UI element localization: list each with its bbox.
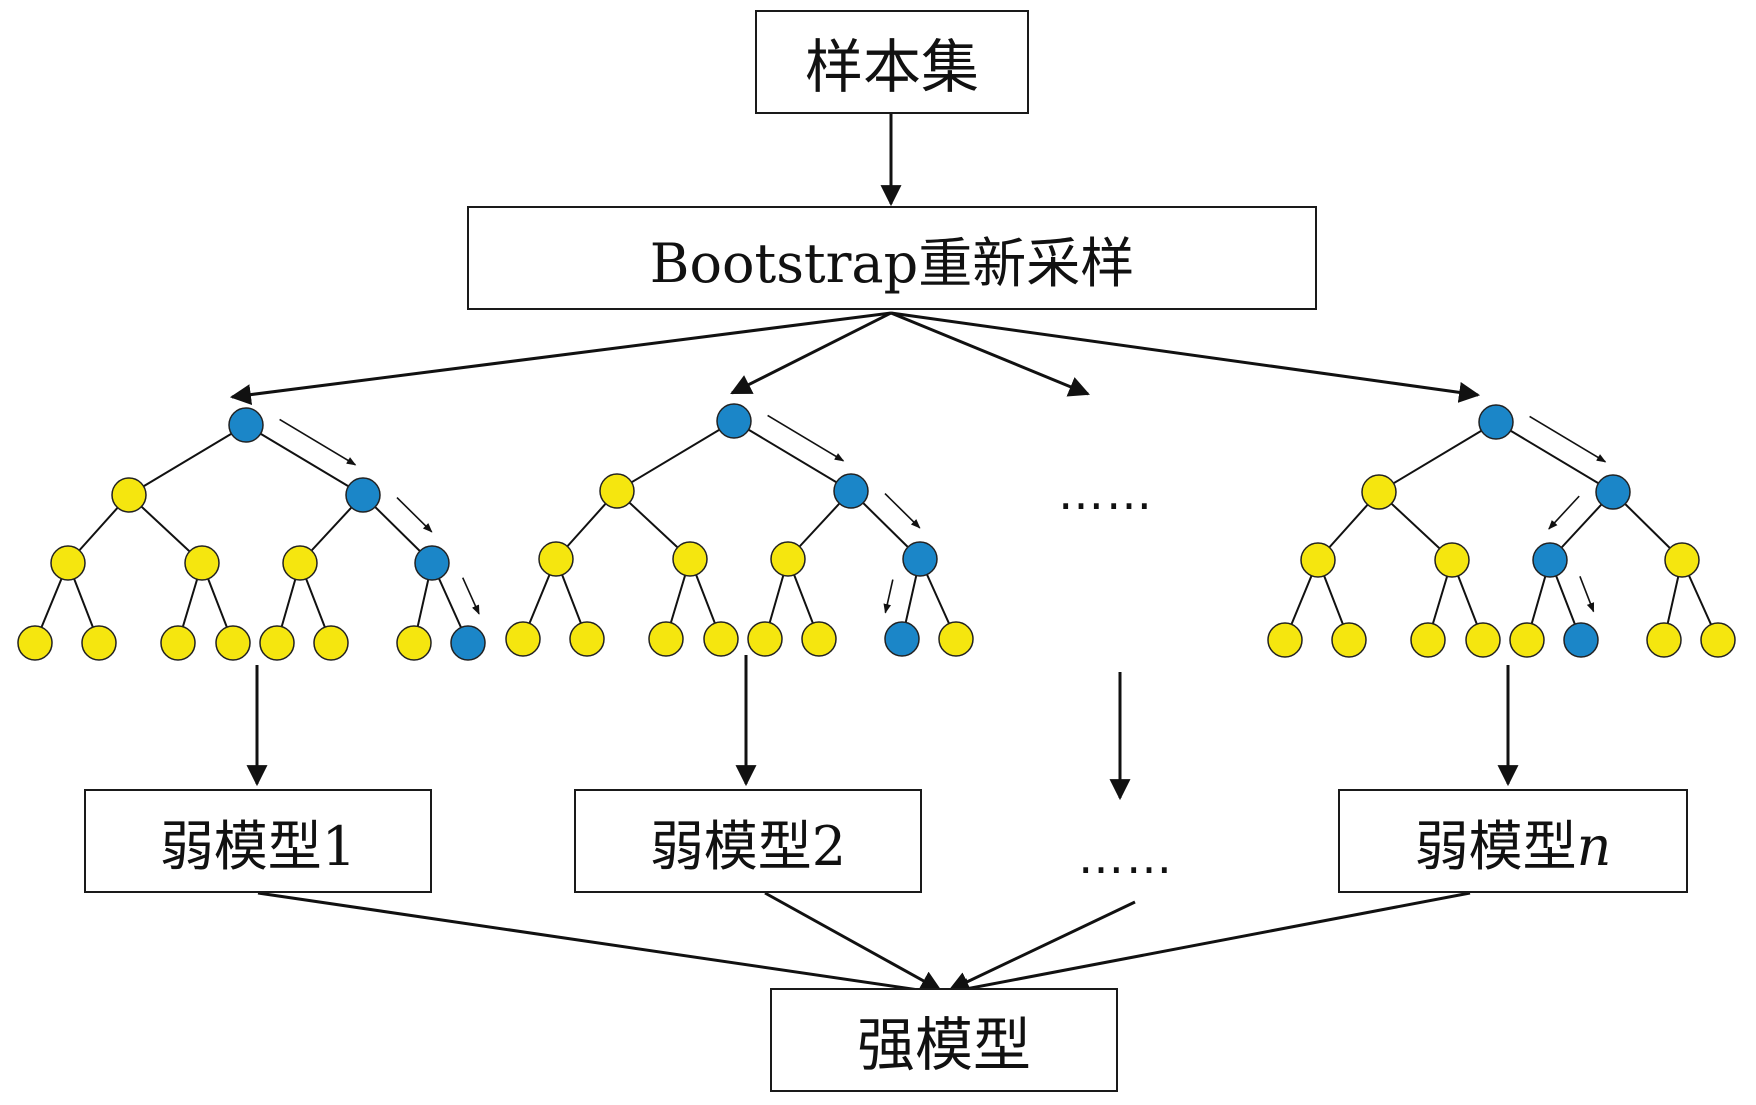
arrow-weak-2-to-strong [764,891,942,992]
bootstrap-resampling-box: Bootstrap重新采样 [467,206,1317,310]
tree-node [184,545,220,581]
decision-tree [17,407,486,661]
decision-tree [505,403,974,657]
tree-node [703,621,739,657]
tree-node [747,621,783,657]
decision-tree [1267,404,1736,658]
tree-edge [733,420,852,492]
tree-node-selected [884,621,920,657]
strong-model-label: 强模型 [856,1011,1031,1079]
tree-node [770,541,806,577]
tree-node-selected [414,545,450,581]
tree-node-selected [228,407,264,443]
models-ellipsis: …… [1078,830,1174,884]
bootstrap-label: Bootstrap重新采样 [649,231,1135,295]
tree-node-selected [902,541,938,577]
tree-node [569,621,605,657]
tree-node [259,625,295,661]
arrow-bootstrap-to-tree-n [890,311,1481,403]
sample-set-box: 样本集 [755,10,1029,114]
tree-edge [245,424,364,496]
tree-node [282,545,318,581]
strong-model-box: 强模型 [770,988,1118,1092]
traversal-arrow [279,418,357,466]
traversal-arrow [767,414,845,462]
traversal-arrow [1529,415,1607,463]
tree-node [672,541,708,577]
tree-node [396,625,432,661]
tree-node [111,477,147,513]
tree-node [505,621,541,657]
arrow-bootstrap-to-tree-more [890,311,1090,397]
tree-node-selected [833,473,869,509]
tree-node [801,621,837,657]
arrow-weak-n-to-strong [947,891,1471,999]
tree-edge [616,420,735,492]
traversal-arrow [1579,576,1595,613]
tree-node [1434,542,1470,578]
tree-node [599,473,635,509]
tree-node [1664,542,1700,578]
weak-model-1-label: 弱模型1 [159,814,357,878]
tree-node [938,621,974,657]
tree-node-selected [450,625,486,661]
connector-arrows [229,114,1519,1002]
tree-node [1361,474,1397,510]
arrow-more-models-to-strong [948,900,1136,992]
arrow-bootstrap-to-tree-2 [730,311,892,395]
tree-node [17,625,53,661]
tree-node-selected [1595,474,1631,510]
tree-edge [1495,421,1614,493]
tree-node-selected [1532,542,1568,578]
tree-node-selected [1563,622,1599,658]
tree-node [81,625,117,661]
trees-ellipsis: …… [1058,466,1154,520]
weak-model-2-label: 弱模型2 [649,814,847,878]
arrow-bootstrap-to-tree-1 [229,311,892,406]
tree-node [648,621,684,657]
tree-node [1331,622,1367,658]
tree-node [1700,622,1736,658]
weak-model-n-index: n [1576,814,1612,878]
weak-model-n-label: 弱模型n [1415,802,1612,881]
weak-model-2-box: 弱模型2 [574,789,922,893]
weak-model-1-box: 弱模型1 [84,789,432,893]
tree-edge [1378,421,1497,493]
tree-node [215,625,251,661]
tree-node-selected [345,477,381,513]
tree-node [50,545,86,581]
traversal-arrow [884,493,921,529]
sample-set-label: 样本集 [804,33,979,101]
tree-node [160,625,196,661]
tree-edge [128,424,247,496]
tree-node [1465,622,1501,658]
tree-node-selected [716,403,752,439]
arrow-weak-1-to-strong [257,891,949,1002]
weak-model-n-box: 弱模型n [1338,789,1688,893]
weak-model-n-prefix: 弱模型 [1414,814,1577,878]
tree-node [1509,622,1545,658]
traversal-arrow [883,579,894,614]
tree-node [538,541,574,577]
tree-node [1267,622,1303,658]
tree-node [1646,622,1682,658]
traversal-arrow [1548,495,1580,530]
traversal-arrow [462,577,480,615]
traversal-arrow [396,497,433,533]
tree-node [1300,542,1336,578]
tree-node [313,625,349,661]
decision-trees [17,403,1736,661]
tree-node [1410,622,1446,658]
tree-node-selected [1478,404,1514,440]
